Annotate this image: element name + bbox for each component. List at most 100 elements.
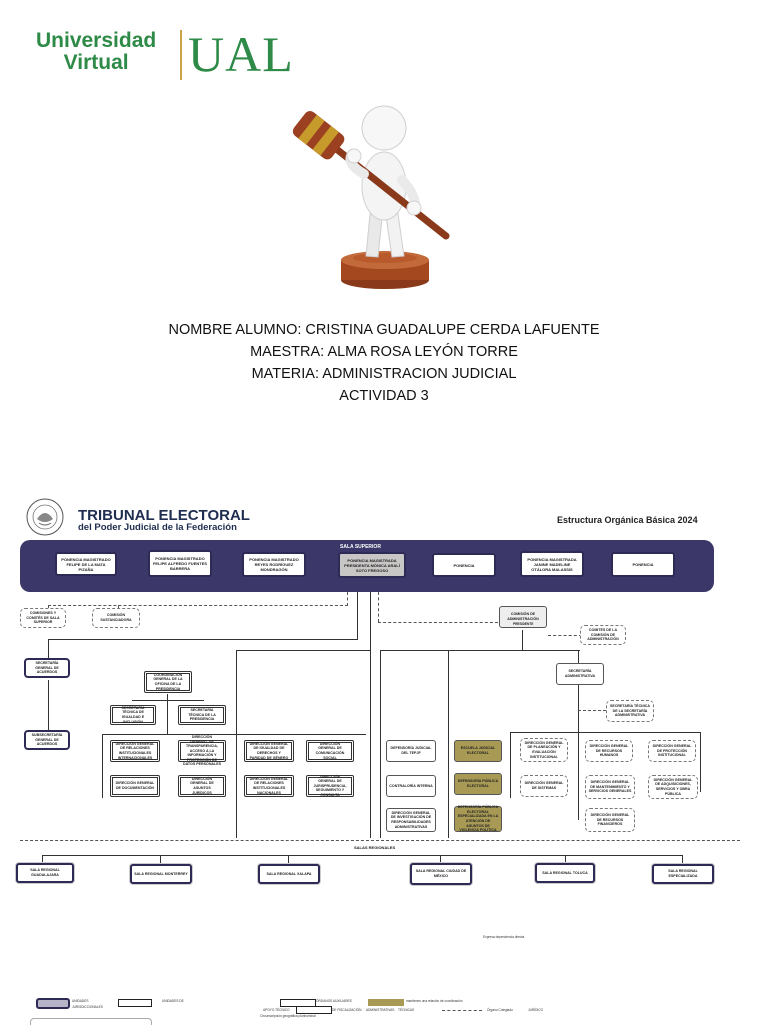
secretaria-general-box: SECRETARÍA GENERAL DE ACUERDOS (24, 658, 70, 678)
ponencia-box: PONENCIA MAGISTRADA JANINE MADELINE OTÁL… (520, 551, 584, 577)
legend-label: ADMINISTRATIVAS (366, 1008, 395, 1012)
direccion-right-box: DIRECCIÓN GENERAL DE MANTENIMIENTO Y SER… (585, 775, 635, 799)
connector (510, 732, 700, 733)
subsecretaria-box: SUBSECRETARÍA GENERAL DE ACUERDOS (24, 730, 70, 750)
coordinacion-box: COORDINACIÓN GENERAL DE LA OFICINA DE LA… (144, 671, 192, 693)
sala-regional-box: SALA REGIONAL TOLUCA (535, 863, 595, 883)
legend-swatch-unidades (118, 999, 152, 1007)
connector (48, 605, 348, 606)
salas-label: SALAS REGIONALES (354, 845, 396, 850)
sala-regional-box: SALA REGIONAL ESPECIALIZADA (652, 864, 714, 884)
legend-label: Circunscripción geográfica plurinominal (260, 1014, 316, 1018)
sala-regional-box: SALA REGIONAL MONTERREY (130, 864, 192, 884)
direccion-box: DIRECCIÓN GENERAL DE ASUNTOS JURÍDICOS (178, 775, 226, 797)
logo-line-1: Universidad (36, 29, 157, 52)
connector (347, 592, 348, 606)
connector (42, 855, 682, 856)
contraloria-box: CONTRALORÍA INTERNA (386, 775, 436, 797)
legend-label: UNIDADES DE (162, 999, 184, 1003)
band-label: SALA SUPERIOR (340, 544, 381, 550)
direccion-box: DIRECCIÓN GENERAL DE DOCUMENTACIÓN (110, 775, 160, 797)
comites-box: COMITÉS DE LA COMISIÓN DE ADMINISTRACIÓN (580, 625, 626, 645)
connector (378, 592, 379, 622)
connector (682, 855, 683, 864)
ponencia-box: PONENCIA MAGISTRADA PRESIDENTA MÓNICA AR… (338, 552, 406, 578)
federal-seal-icon (26, 498, 64, 536)
connector (448, 650, 449, 838)
legend-label: Órgano Colegiado (487, 1008, 513, 1012)
connector (132, 700, 204, 701)
connector (370, 592, 371, 838)
connector (102, 734, 103, 798)
direccion-right-box: DIRECCIÓN GENERAL DE SISTEMAS (520, 775, 568, 797)
escuela-judicial-box: ESCUELA JUDICIAL ELECTORAL (454, 740, 502, 762)
secretaria-admin-box: SECRETARÍA ADMINISTRATIVA (556, 663, 604, 685)
student-name: NOMBRE ALUMNO: CRISTINA GUADALUPE CERDA … (168, 322, 600, 338)
salas-divider (20, 840, 740, 841)
connector (548, 635, 582, 636)
legend-swatch-gold (368, 999, 404, 1006)
activity-number: ACTIVIDAD 3 (339, 388, 429, 404)
org-heading: Estructura Orgánica Básica 2024 (557, 515, 698, 525)
comision-sustanciadora-box: COMISIÓN SUSTANCIADORA (92, 608, 140, 628)
legend-box-bottom (30, 1018, 152, 1025)
connector (578, 650, 579, 820)
connector (42, 855, 43, 863)
connector (440, 855, 441, 863)
defensoria-publica-box: DEFENSORÍA PÚBLICA ELECTORAL (454, 773, 502, 795)
direccion-right-box: DIRECCIÓN GENERAL DE PLANEACIÓN Y EVALUA… (520, 738, 568, 762)
sala-regional-box: SALA REGIONAL XALAPA (258, 864, 320, 884)
legend-swatch-fiscalizacion (296, 1006, 332, 1014)
direccion-box: DIRECCIÓN GENERAL DE IGUALDAD DE DERECHO… (244, 740, 294, 762)
connector (236, 650, 237, 838)
org-title: TRIBUNAL ELECTORAL (78, 507, 250, 524)
connector (378, 622, 498, 623)
investigacion-box: DIRECCIÓN GENERAL DE INVESTIGACIÓN DE RE… (386, 808, 436, 832)
direccion-box: DIRECCIÓN GENERAL DE JURISPRUDENCIA, SEG… (306, 775, 354, 797)
direccion-box: DIRECCIÓN GENERAL DE COMUNICACIÓN SOCIAL (306, 740, 354, 762)
connector (700, 732, 701, 792)
connector (522, 630, 523, 650)
comision-admin-label: COMISIÓN DE ADMINISTRACIÓN (507, 612, 539, 621)
org-subtitle: del Poder Judicial de la Federación (78, 522, 237, 533)
direccion-box: DIRECCIÓN GENERAL DE RELACIONES INSTITUC… (110, 740, 160, 762)
connector (48, 639, 358, 640)
judge-gavel-figure-icon (292, 105, 450, 289)
comisiones-box: COMISIONES Y COMITÉS DE SALA SUPERIOR (20, 608, 66, 628)
direccion-right-box: DIRECCIÓN GENERAL DE RECURSOS HUMANOS (585, 740, 633, 762)
connector (48, 680, 49, 730)
sala-regional-box: SALA REGIONAL CIUDAD DE MÉXICO (410, 863, 472, 885)
sala-regional-box: SALA REGIONAL GUADALAJARA (16, 863, 74, 883)
comision-admin-box: COMISIÓN DE ADMINISTRACIÓN (499, 606, 547, 628)
connector (48, 605, 49, 609)
teacher-name: MAESTRA: ALMA ROSA LEYÓN TORRE (250, 344, 518, 360)
logo-line-2: Virtual (63, 51, 129, 74)
direccion-box: DIRECCIÓN GENERAL DE TRANSPARENCIA, ACCE… (178, 735, 226, 766)
dependency-note: Expresa dependencia directa (483, 935, 525, 939)
legend-label: JURÍDICO (528, 1008, 544, 1012)
legend-label: TÉCNICAS (398, 1008, 415, 1012)
subject-name: MATERIA: ADMINISTRACION JUDICIAL (251, 366, 517, 382)
sec-tecnica-presidencia-box: SECRETARÍA TÉCNICA DE LA PRESIDENCIA (178, 705, 226, 725)
defensoria-judicial-box: DEFENSORÍA JUDICIAL DEL TEPJF (386, 740, 436, 762)
legend-label: mantienen una relación de coordinación (406, 999, 463, 1003)
direccion-right-box: DIRECCIÓN GENERAL DE PROTECCIÓN INSTITUC… (648, 740, 696, 762)
connector (167, 694, 168, 734)
legend-label: ÓRGANOS AUXILIARES (316, 999, 352, 1003)
connector (160, 855, 161, 864)
connector (236, 650, 371, 651)
ponencia-box: PONENCIA MAGISTRADO FELIPE ALFREDO FUENT… (148, 550, 212, 577)
connector (288, 855, 289, 864)
ponencia-box: PONENCIA MAGISTRADO REYES RODRÍGUEZ MOND… (242, 552, 306, 577)
direccion-box: DIRECCIÓN GENERAL DE RELACIONES INSTITUC… (244, 775, 294, 797)
legend-swatch-juris (36, 998, 70, 1009)
legend-dashed-line (442, 1010, 482, 1011)
direccion-right-box: DIRECCIÓN GENERAL DE RECURSOS FINANCIERO… (585, 808, 635, 832)
defensoria-especializada-box: DEFENSORÍA PÚBLICA ELECTORAL ESPECIALIZA… (454, 805, 502, 832)
logo-divider (180, 30, 182, 80)
connector (102, 734, 366, 735)
legend-label: DE FISCALIZACIÓN (332, 1008, 362, 1012)
connector (578, 710, 606, 711)
connector (380, 650, 381, 838)
ponencia-box: PONENCIA (611, 552, 675, 577)
